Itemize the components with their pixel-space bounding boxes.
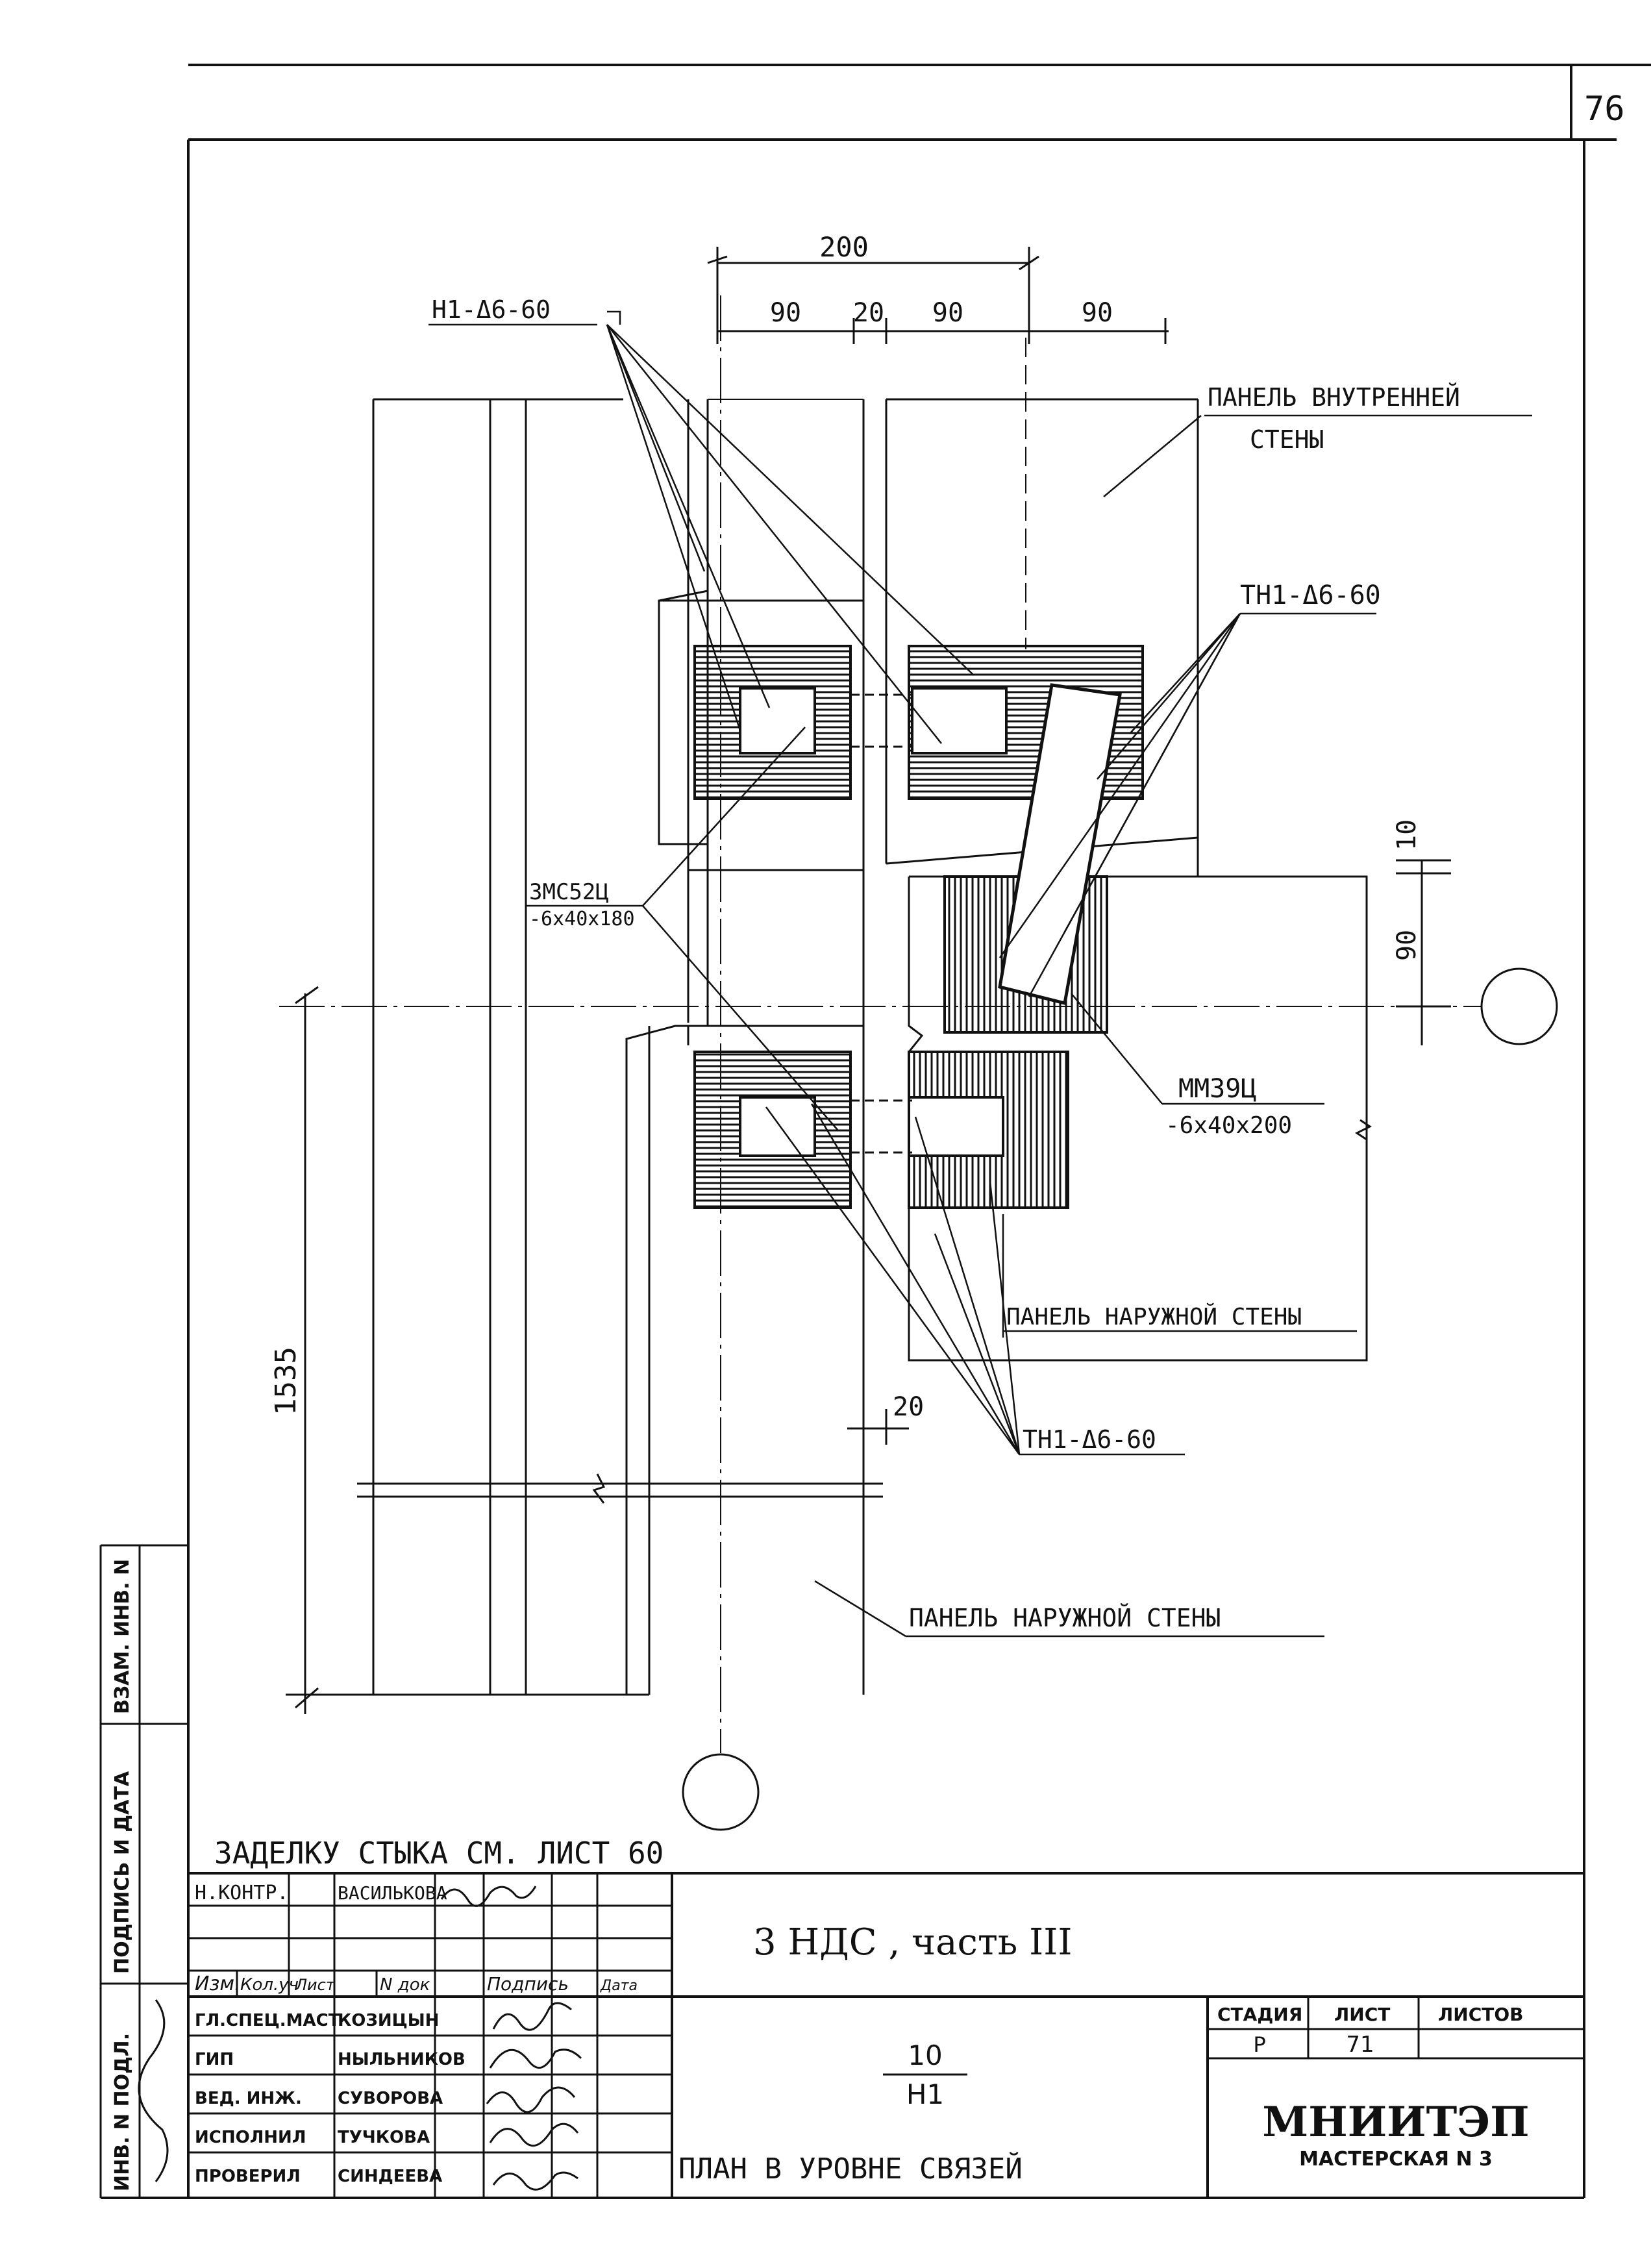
fraction-bottom: Н1 <box>906 2078 944 2110</box>
label-panel-outer-right: ПАНЕЛЬ НАРУЖНОЙ СТЕНЫ <box>1006 1303 1302 1330</box>
sheets-label: ЛИСТОВ <box>1438 2004 1523 2025</box>
name-4: ТУЧКОВА <box>338 2128 430 2147</box>
name-3: СУВОРОВА <box>338 2089 443 2108</box>
plan-geometry <box>357 398 1372 1696</box>
role-5: ПРОВЕРИЛ <box>195 2167 301 2186</box>
title-block-grid <box>188 1872 1584 2198</box>
hatch-fills <box>696 647 1141 1206</box>
sheet-value: 71 <box>1346 2032 1374 2058</box>
dim-1535: 1535 <box>269 1347 303 1415</box>
note-joint-sealing: ЗАДЕЛКУ СТЫКА СМ. ЛИСТ 60 <box>214 1836 664 1871</box>
label-zmc-2: -6х40х180 <box>529 908 635 930</box>
dimension-lines <box>286 247 1451 1714</box>
project-name: 3 НДС , часть III <box>753 1921 1072 1963</box>
label-h1-top: Н1-Δ6-60 <box>432 295 551 324</box>
sheet-frame <box>99 64 1651 2199</box>
label-panel-outer-bottom: ПАНЕЛЬ НАРУЖНОЙ СТЕНЫ <box>909 1604 1221 1632</box>
label-mm-1: ММ39Ц <box>1178 1074 1256 1104</box>
dim-10: 10 <box>1392 819 1422 851</box>
header-data: Дата <box>600 1978 638 1994</box>
fraction-top: 10 <box>908 2039 942 2071</box>
signatures <box>440 1886 582 2191</box>
leader-lines <box>428 310 1532 1638</box>
dim-90-b: 90 <box>932 298 963 328</box>
role-4: ИСПОЛНИЛ <box>195 2128 306 2147</box>
label-tn1-top: ТН1-Δ6-60 <box>1240 580 1381 610</box>
label-panel-inner-1: ПАНЕЛЬ ВНУТРЕННЕЙ <box>1208 383 1460 412</box>
org-workshop: МАСТЕРСКАЯ N 3 <box>1299 2148 1493 2171</box>
stage-label: СТАДИЯ <box>1217 2004 1302 2025</box>
role-2: ГИП <box>195 2050 234 2069</box>
stage-value: Р <box>1253 2032 1265 2057</box>
header-kol-uch: Кол.уч <box>240 1975 299 1995</box>
dim-90-vertical: 90 <box>1392 930 1422 961</box>
name-5: СИНДЕЕВА <box>338 2167 442 2186</box>
label-zmc-1: 3МС52Ц <box>529 879 609 905</box>
sheet-label: ЛИСТ <box>1334 2004 1390 2025</box>
side-signature <box>138 1999 169 2182</box>
org-name: МНИИТЭП <box>1262 2098 1529 2147</box>
name-2: НЫЛЬНИКОВ <box>338 2050 466 2069</box>
drawing-title: ПЛАН В УРОВНЕ СВЯЗЕЙ <box>678 2151 1023 2186</box>
dim-200: 200 <box>819 231 869 263</box>
role-3: ВЕД. ИНЖ. <box>195 2089 302 2108</box>
header-izm: Изм. <box>195 1973 241 1995</box>
n-kontr-label: Н.КОНТР. <box>195 1882 289 1904</box>
sheet-number: 76 <box>1584 90 1625 129</box>
side-sign-date: ПОДПИСЬ И ДАТА <box>111 1771 134 1974</box>
label-mm-2: -6х40х200 <box>1165 1112 1292 1139</box>
label-tn1-bottom: ТН1-Δ6-60 <box>1023 1425 1156 1454</box>
dim-90-a: 90 <box>770 298 801 328</box>
header-n-dok: N док <box>380 1975 430 1995</box>
dim-20-mid: 20 <box>893 1392 924 1422</box>
n-kontr-name: ВАСИЛЬКОВА <box>338 1882 447 1904</box>
header-podpis: Подпись <box>487 1973 569 1995</box>
role-1: ГЛ.СПЕЦ.МАСТ <box>195 2011 340 2030</box>
axis-lines <box>279 295 1558 1831</box>
side-inv-vzam: ВЗАМ. ИНВ. N <box>111 1559 134 1714</box>
dim-90-c: 90 <box>1082 298 1113 328</box>
name-1: КОЗИЦЫН <box>338 2011 439 2030</box>
label-panel-inner-2: СТЕНЫ <box>1250 425 1324 454</box>
side-inv-podl: ИНВ. N ПОДЛ. <box>111 2033 134 2191</box>
dim-20-top: 20 <box>853 298 884 328</box>
header-list: Лист <box>295 1976 336 1994</box>
